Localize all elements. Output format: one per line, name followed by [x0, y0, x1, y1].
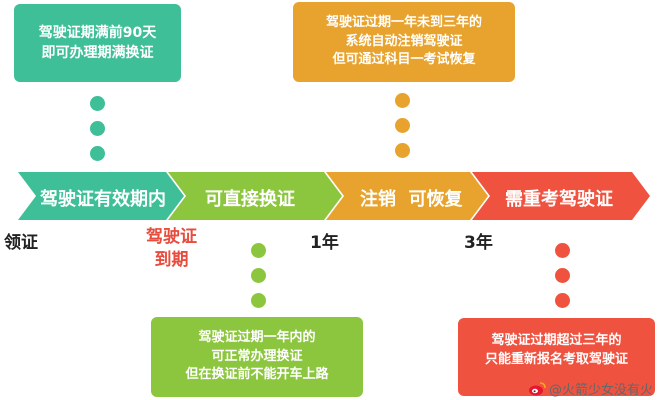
note-line: 系统自动注销驾驶证 [345, 33, 463, 49]
watermark-text: @火箭少女没有火 [548, 383, 653, 398]
note-renewal-window: 驾驶证期满前90天 即可办理期满换证 [14, 4, 181, 82]
connector-dot [395, 93, 410, 108]
marker-license-issued: 领证 [4, 233, 38, 253]
segment-arrow-cancel [326, 172, 488, 220]
segment-label-renew: 可直接换证 [205, 189, 295, 210]
connector-dot [251, 268, 266, 283]
connector-dot [90, 96, 105, 111]
note-line: 驾驶证过期一年未到三年的 [325, 14, 482, 30]
marker-three-year: 3年 [464, 233, 493, 253]
note-line: 驾驶证过期超过三年的 [491, 333, 622, 348]
segment-label-valid: 驾驶证有效期内 [40, 189, 166, 210]
connector-dot [555, 268, 570, 283]
note-line: 可正常办理换证 [211, 348, 303, 364]
weibo-icon [528, 381, 546, 395]
note-line: 只能重新报名考取驾驶证 [484, 351, 628, 367]
connector-dot [251, 293, 266, 308]
connector-dot [555, 293, 570, 308]
note-retest-required: 驾驶证过期超过三年的 只能重新报名考取驾驶证 [458, 318, 655, 396]
segment-label-cancel: 注销 可恢复 [360, 189, 463, 210]
segment-label-retest: 需重考驾驶证 [505, 189, 613, 210]
marker-one-year: 1年 [310, 233, 339, 253]
note-line: 但在换证前不能开车上路 [185, 367, 329, 383]
connector-dot [251, 243, 266, 258]
note-line: 但可通过科目一考试恢复 [332, 52, 476, 68]
segment-arrow-valid [18, 172, 184, 220]
segment-arrow-retest [472, 172, 650, 220]
marker-expiry-line: 驾驶证 [146, 227, 197, 247]
watermark: @火箭少女没有火 [528, 379, 653, 398]
connector-dot [395, 118, 410, 133]
note-line: 驾驶证过期一年内的 [198, 329, 316, 345]
connector-dot [555, 243, 570, 258]
note-cancellation: 驾驶证过期一年未到三年的 系统自动注销驾驶证 但可通过科目一考试恢复 [293, 2, 515, 82]
marker-expiry-line: 到期 [154, 249, 189, 270]
connector-dot [395, 143, 410, 158]
marker-expiry: 驾驶证 到期 [146, 226, 197, 272]
segment-arrow-renew [168, 172, 342, 220]
connector-dot [90, 121, 105, 136]
note-line: 即可办理期满换证 [41, 45, 154, 61]
connector-dot [90, 146, 105, 161]
note-line: 驾驶证期满前90天 [38, 24, 157, 41]
note-grace-period: 驾驶证过期一年内的 可正常办理换证 但在换证前不能开车上路 [151, 317, 363, 397]
